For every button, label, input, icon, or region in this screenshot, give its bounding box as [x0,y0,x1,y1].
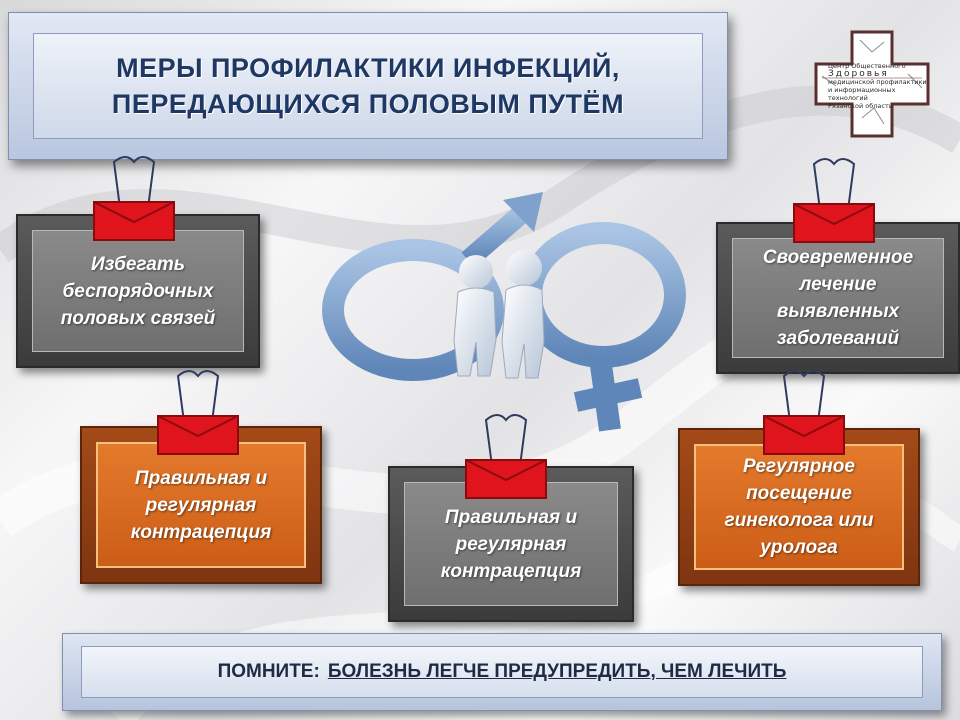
footer-panel: ПОМНИТЕ: БОЛЕЗНЬ ЛЕГЧЕ ПРЕДУПРЕДИТЬ, ЧЕМ… [81,646,923,698]
logo-line-3: медицинской профилактики [828,78,927,86]
card-treatment-line-3: выявленных [776,301,900,322]
logo-line-4: и информационных технологий [828,86,896,102]
footer-slogan: БОЛЕЗНЬ ЛЕГЧЕ ПРЕДУПРЕДИТЬ, ЧЕМ ЛЕЧИТЬ [327,661,787,682]
card-treatment-line-1: Своевременное [762,247,914,268]
card-contraception-gray-panel: Правильная и регулярная контрацепция [404,482,618,606]
binder-clip-icon [793,158,875,243]
card-avoid-promiscuity: Избегать беспорядочных половых связей [16,214,260,368]
card-doctor-line-3: гинеколога или [724,510,874,531]
card-contraception-orange-panel: Правильная и регулярная контрацепция [96,442,306,568]
card-treatment-panel: Своевременное лечение выявленных заболев… [732,238,944,358]
card-contraception-gray-label: Правильная и регулярная контрацепция [441,504,582,585]
card-contraception-orange-line-1: Правильная и [134,467,268,489]
logo-line-1: Центр Общественного [828,62,906,70]
card-avoid-label: Избегать беспорядочных половых связей [61,251,216,332]
card-contraception-gray-line-1: Правильная и [444,506,578,528]
card-avoid-line-1: Избегать [90,253,186,275]
logo-line-5: Рязанской области [828,102,893,110]
title-line-2: ПЕРЕДАЮЩИХСЯ ПОЛОВЫМ ПУТЁМ [111,89,625,119]
card-doctor-visits: Регулярное посещение гинеколога или урол… [678,428,920,586]
binder-clip-icon [465,414,547,499]
card-contraception-orange-label: Правильная и регулярная контрацепция [131,465,272,546]
card-contraception-orange-line-2: регулярная [145,494,257,516]
card-timely-treatment: Своевременное лечение выявленных заболев… [716,222,960,374]
card-avoid-panel: Избегать беспорядочных половых связей [32,230,244,352]
logo-line-2: Здоровья [828,69,889,79]
card-contraception-orange-line-3: контрацепция [130,521,272,543]
card-doctor-line-4: уролога [760,537,838,558]
card-avoid-line-3: половых связей [60,307,216,329]
binder-clip-icon [93,156,175,241]
page-title: МЕРЫ ПРОФИЛАКТИКИ ИНФЕКЦИЙ, ПЕРЕДАЮЩИХСЯ… [112,50,624,122]
card-treatment-label: Своевременное лечение выявленных заболев… [763,244,913,352]
card-contraception-gray-line-3: контрацепция [440,560,582,582]
card-contraception-gray: Правильная и регулярная контрацепция [388,466,634,622]
footer-lead: ПОМНИТЕ: [217,661,320,682]
gender-symbols-illustration [322,192,686,432]
card-doctor-visits-panel: Регулярное посещение гинеколога или урол… [694,444,904,570]
binder-clip-icon [763,370,845,455]
footer-banner: ПОМНИТЕ: БОЛЕЗНЬ ЛЕГЧЕ ПРЕДУПРЕДИТЬ, ЧЕМ… [62,633,942,711]
title-line-1: МЕРЫ ПРОФИЛАКТИКИ ИНФЕКЦИЙ, [116,53,620,83]
title-banner: МЕРЫ ПРОФИЛАКТИКИ ИНФЕКЦИЙ, ПЕРЕДАЮЩИХСЯ… [8,12,728,160]
card-avoid-line-2: беспорядочных [62,280,214,302]
card-treatment-line-2: лечение [799,274,877,295]
card-contraception-orange: Правильная и регулярная контрацепция [80,426,322,584]
card-contraception-gray-line-2: регулярная [455,533,567,555]
card-doctor-visits-label: Регулярное посещение гинеколога или урол… [725,453,874,561]
logo-text: Центр Общественного Здоровья медицинской… [828,62,928,110]
card-treatment-line-4: заболеваний [776,328,900,349]
title-panel: МЕРЫ ПРОФИЛАКТИКИ ИНФЕКЦИЙ, ПЕРЕДАЮЩИХСЯ… [33,33,703,139]
binder-clip-icon [157,370,239,455]
card-doctor-line-1: Регулярное [743,456,855,477]
public-health-center-logo [814,30,930,138]
card-doctor-line-2: посещение [746,483,852,504]
